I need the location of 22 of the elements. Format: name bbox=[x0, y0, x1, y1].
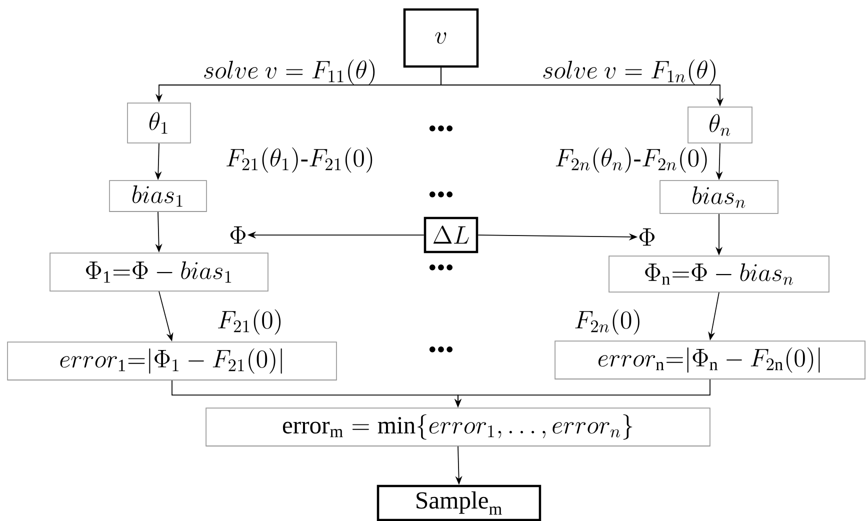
ellipsis: ••• bbox=[429, 346, 453, 352]
box: $\mathrm{Sample}_{\mathrm{m}}$ bbox=[376, 484, 542, 521]
process-box: $error_{\mathrm{n}}{=}|\Phi_{\mathrm{n}}-F_{2\mathrm{n}}(0)|$ bbox=[554, 340, 866, 380]
process-box: $\theta_n$ bbox=[688, 106, 752, 144]
box: $\Delta L$ bbox=[424, 216, 478, 254]
ellipsis: ••• bbox=[429, 125, 453, 132]
process-box: $\Phi_{\mathrm{n}}{=}\Phi-bias_n$ bbox=[608, 256, 830, 292]
edge-label: $F_{21}(0)$ bbox=[218, 309, 281, 335]
edge-label: $F_{2n}(\theta_n)\mbox{-}F_{2n}(0)$ bbox=[556, 147, 707, 173]
edge-label: $F_{2n}(0)$ bbox=[575, 309, 640, 335]
process-box: $\theta_1$ bbox=[127, 102, 191, 144]
process-box: $error_{\mathrm{1}}{=}|\Phi_1-F_{21}(0)|$ bbox=[7, 342, 337, 380]
edge-label: $solve\ v=F_{1n}(\theta)$ bbox=[543, 59, 716, 85]
process-box: $\Phi_{\mathrm{1}}{=}\Phi-bias_1$ bbox=[50, 252, 268, 292]
process-box: $\mathrm{error}_{\mathrm{m}}=\min\{error_1,\dots,error_n\}$ bbox=[206, 408, 710, 446]
edge-label: $F_{21}(\theta_1)\mbox{-}F_{21}(0)$ bbox=[226, 147, 372, 173]
box: $v$ bbox=[403, 8, 479, 68]
process-box: $bias_1$ bbox=[109, 180, 207, 212]
process-box: $bias_n$ bbox=[660, 180, 778, 214]
symbol-label: $\Phi$ bbox=[230, 226, 246, 244]
edge-label: $solve\ v=F_{11}(\theta)$ bbox=[204, 59, 375, 85]
symbol-label: $\Phi$ bbox=[639, 228, 655, 246]
